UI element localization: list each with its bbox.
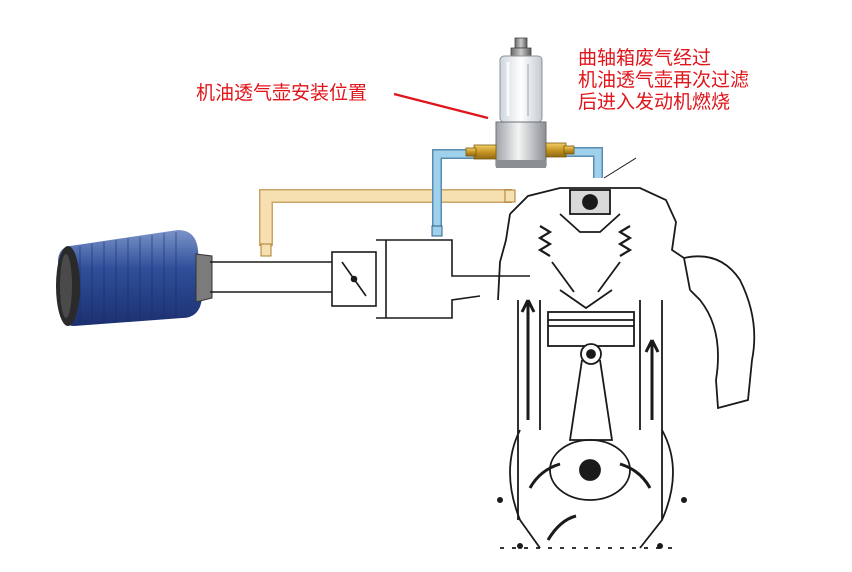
air-filter-icon: [56, 230, 213, 326]
install-position-label: 机油透气壶安装位置: [196, 82, 368, 104]
intake-pipe: [210, 239, 530, 319]
blowby-description-label: 曲轴箱废气经过 机油透气壶再次过滤 后进入发动机燃烧: [578, 47, 749, 113]
description-line: 曲轴箱废气经过: [578, 47, 712, 69]
leader-lines: [393, 92, 637, 179]
tan-breather-hose: [259, 189, 516, 257]
description-line: 后进入发动机燃烧: [578, 91, 731, 113]
throttle-valve-icon: [341, 261, 367, 297]
oil-catch-can-icon: [465, 37, 575, 168]
description-line: 机油透气壶再次过滤: [578, 69, 750, 91]
engine-cross-section-icon: [497, 187, 756, 549]
